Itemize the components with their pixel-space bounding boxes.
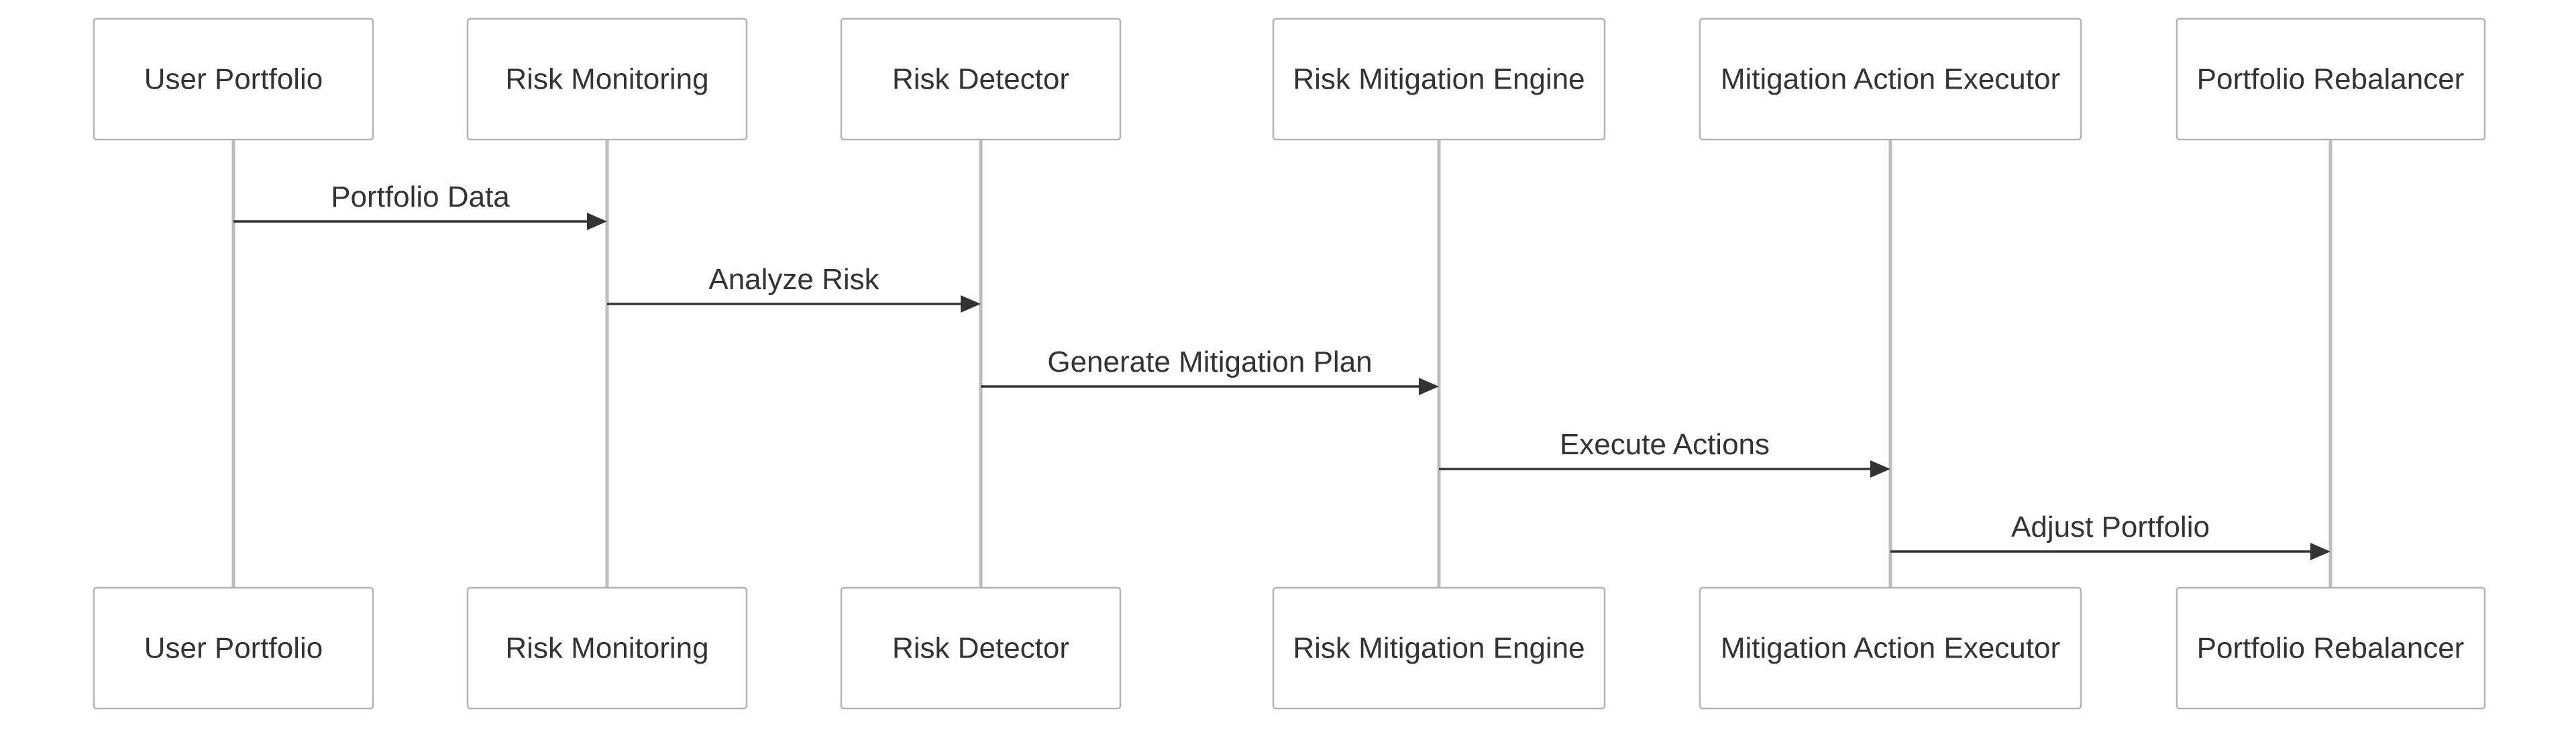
message-label: Adjust Portfolio — [2011, 511, 2210, 543]
message-2: Analyze Risk — [607, 263, 981, 313]
participant-risk-detector-bottom[interactable]: Risk Detector — [840, 586, 1122, 710]
participant-box — [466, 586, 748, 710]
participant-label: User Portfolio — [144, 632, 323, 665]
participant-mitigation-action-executor-top[interactable]: Mitigation Action Executor — [1699, 17, 2082, 141]
participant-box — [1699, 17, 2082, 141]
participants-bottom: User Portfolio Risk Monitoring Risk Detect… — [93, 586, 2486, 710]
message-label: Portfolio Data — [331, 180, 510, 213]
participant-label: User Portfolio — [144, 63, 323, 96]
participant-box — [93, 17, 374, 141]
participant-label: Risk Detector — [892, 63, 1069, 96]
participant-label: Portfolio Rebalancer — [2197, 632, 2465, 665]
participant-box — [1272, 586, 1606, 710]
participant-box — [2176, 586, 2486, 710]
participant-label: Risk Mitigation Engine — [1293, 632, 1585, 665]
participant-label: Mitigation Action Executor — [1721, 632, 2060, 665]
participant-label: Risk Mitigation Engine — [1293, 63, 1585, 96]
message-label: Analyze Risk — [708, 263, 879, 296]
participant-label: Risk Monitoring — [505, 632, 708, 665]
participant-risk-monitoring-top[interactable]: Risk Monitoring — [466, 17, 748, 141]
participant-label: Risk Detector — [892, 632, 1069, 665]
participant-portfolio-rebalancer-bottom[interactable]: Portfolio Rebalancer — [2176, 586, 2486, 710]
participant-box — [1699, 586, 2082, 710]
participant-label: Mitigation Action Executor — [1721, 63, 2060, 96]
participant-box — [2176, 17, 2486, 141]
message-label: Execute Actions — [1560, 428, 1770, 461]
message-arrowhead — [1419, 378, 1439, 395]
participant-box — [466, 17, 748, 141]
participant-box — [840, 17, 1122, 141]
message-arrowhead — [1870, 460, 1890, 478]
participant-label: Portfolio Rebalancer — [2197, 63, 2465, 96]
participant-box — [1272, 17, 1606, 141]
participant-risk-mitigation-engine-top[interactable]: Risk Mitigation Engine — [1272, 17, 1606, 141]
lifelines — [231, 140, 2332, 588]
message-arrowhead — [961, 295, 981, 313]
participant-user-portfolio-top[interactable]: User Portfolio — [93, 17, 374, 141]
participant-risk-detector-top[interactable]: Risk Detector — [840, 17, 1122, 141]
participants-top: User Portfolio Risk Monitoring Risk Detect… — [93, 17, 2486, 141]
message-5: Adjust Portfolio — [1890, 511, 2330, 560]
participant-label: Risk Monitoring — [505, 63, 708, 96]
message-label: Generate Mitigation Plan — [1047, 346, 1372, 378]
message-arrowhead — [587, 213, 607, 230]
message-arrowhead — [2310, 543, 2330, 560]
message-3: Generate Mitigation Plan — [981, 346, 1439, 395]
participant-mitigation-action-executor-bottom[interactable]: Mitigation Action Executor — [1699, 586, 2082, 710]
participant-box — [93, 586, 374, 710]
message-1: Portfolio Data — [233, 180, 607, 230]
participant-user-portfolio-bottom[interactable]: User Portfolio — [93, 586, 374, 710]
participant-box — [840, 586, 1122, 710]
participant-risk-monitoring-bottom[interactable]: Risk Monitoring — [466, 586, 748, 710]
message-4: Execute Actions — [1439, 428, 1890, 478]
participant-portfolio-rebalancer-top[interactable]: Portfolio Rebalancer — [2176, 17, 2486, 141]
participant-risk-mitigation-engine-bottom[interactable]: Risk Mitigation Engine — [1272, 586, 1606, 710]
